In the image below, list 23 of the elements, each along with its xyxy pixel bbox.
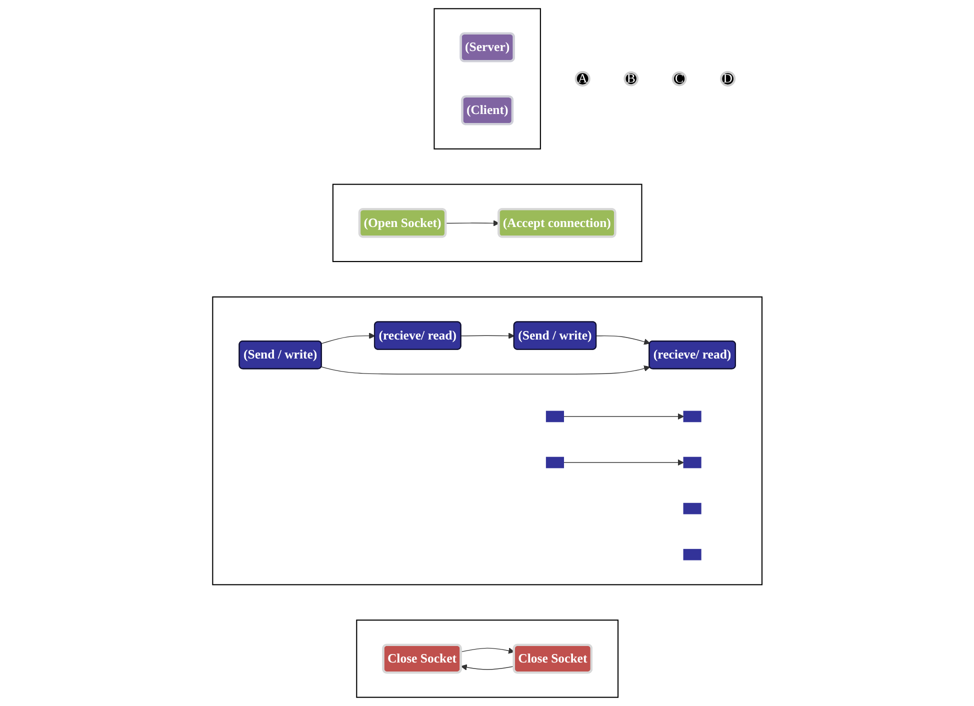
node-bar [682,410,701,422]
node-bar [682,456,701,468]
arrow [460,648,514,654]
arrow [460,664,514,670]
node-bar [682,502,701,514]
node-bar [682,548,701,560]
arrow [320,365,650,374]
arrow [562,413,684,420]
arrow [596,335,650,345]
arrow [320,332,375,344]
arrow [460,332,514,339]
node-circle: C [672,71,686,86]
node-circle: D [720,71,736,87]
node-bar [546,456,564,468]
arrow [445,220,499,226]
node-circle: B [623,71,638,86]
node-bar [546,410,564,422]
node-circle: A [574,71,590,87]
cluster [212,296,762,586]
arrow [562,459,684,466]
cluster [332,184,642,262]
cluster [356,620,618,698]
cluster [433,8,541,150]
